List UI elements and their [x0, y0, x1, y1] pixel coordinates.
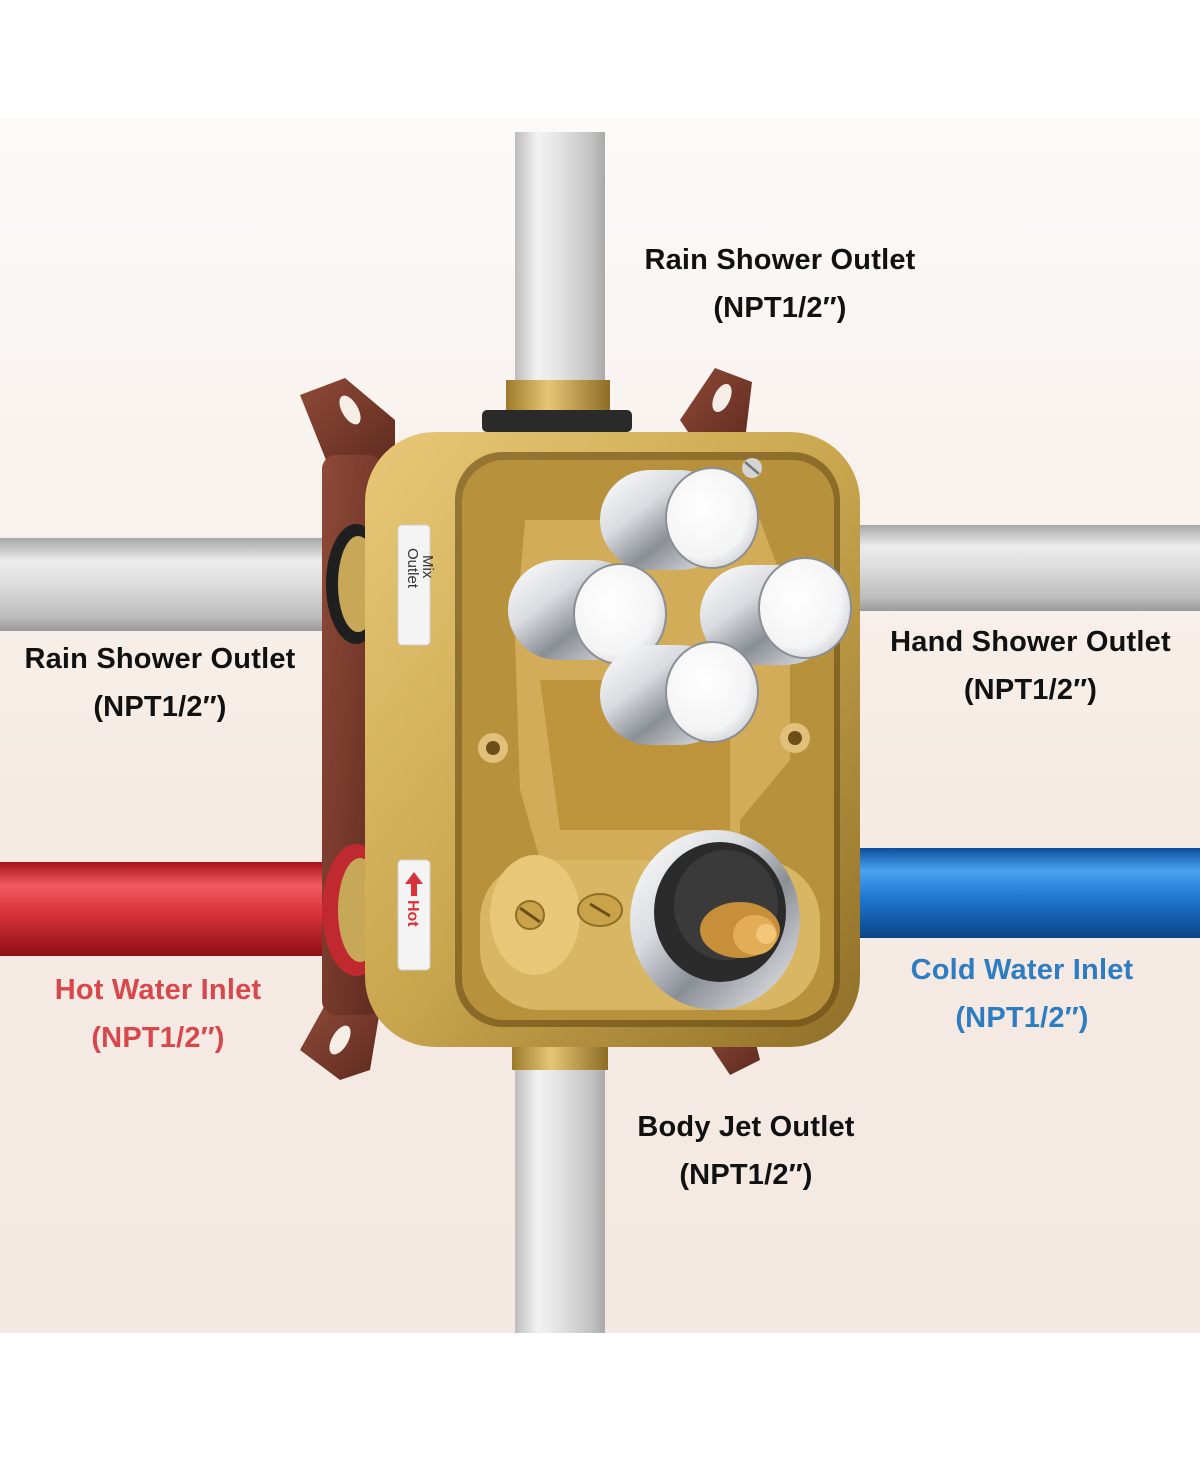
label-left-size: (NPT1/2″) — [93, 691, 227, 723]
label-right-size: (NPT1/2″) — [963, 674, 1098, 706]
sticker-outlet: Outlet — [404, 548, 421, 589]
label-left-rain-shower-outlet: Rain Shower Outlet (NPT1/2″) — [0, 635, 320, 731]
label-left-title: Rain Shower Outlet — [24, 643, 296, 675]
cold-pipe — [855, 848, 1200, 938]
label-cold-size: (NPT1/2″) — [955, 1002, 1089, 1034]
left-pipe — [0, 538, 345, 631]
slot-screw-icon — [742, 458, 762, 478]
arrow-up-icon — [405, 872, 423, 896]
label-hot-water-inlet: Hot Water Inlet (NPT1/2″) — [10, 966, 306, 1062]
slot-screw-icon — [515, 900, 545, 930]
label-bottom-body-jet-outlet: Body Jet Outlet (NPT1/2″) — [596, 1103, 896, 1199]
label-hot-size: (NPT1/2″) — [91, 1022, 225, 1054]
label-hot-title: Hot Water Inlet — [54, 974, 262, 1006]
label-bottom-size: (NPT1/2″) — [679, 1159, 813, 1191]
bottom-pipe — [515, 1055, 605, 1333]
right-pipe — [855, 525, 1200, 611]
label-top-size: (NPT1/2″) — [713, 292, 847, 324]
hot-sticker: Hot — [397, 859, 431, 971]
label-top-title: Rain Shower Outlet — [644, 244, 916, 276]
label-cold-water-inlet: Cold Water Inlet (NPT1/2″) — [862, 946, 1182, 1042]
diverter-buttons — [508, 467, 852, 745]
thermostatic-cartridge — [630, 830, 800, 1010]
label-cold-title: Cold Water Inlet — [910, 954, 1134, 986]
label-right-title: Hand Shower Outlet — [890, 626, 1171, 658]
label-right-hand-shower-outlet: Hand Shower Outlet (NPT1/2″) — [858, 618, 1200, 714]
sticker-hot: Hot — [404, 900, 421, 927]
label-bottom-title: Body Jet Outlet — [637, 1111, 855, 1143]
label-top-rain-shower-outlet: Rain Shower Outlet (NPT1/2″) — [600, 236, 960, 332]
sticker-mix: Mix — [419, 555, 436, 579]
hot-pipe — [0, 862, 345, 956]
outlet-mix-sticker: Outlet Mix — [397, 524, 436, 646]
